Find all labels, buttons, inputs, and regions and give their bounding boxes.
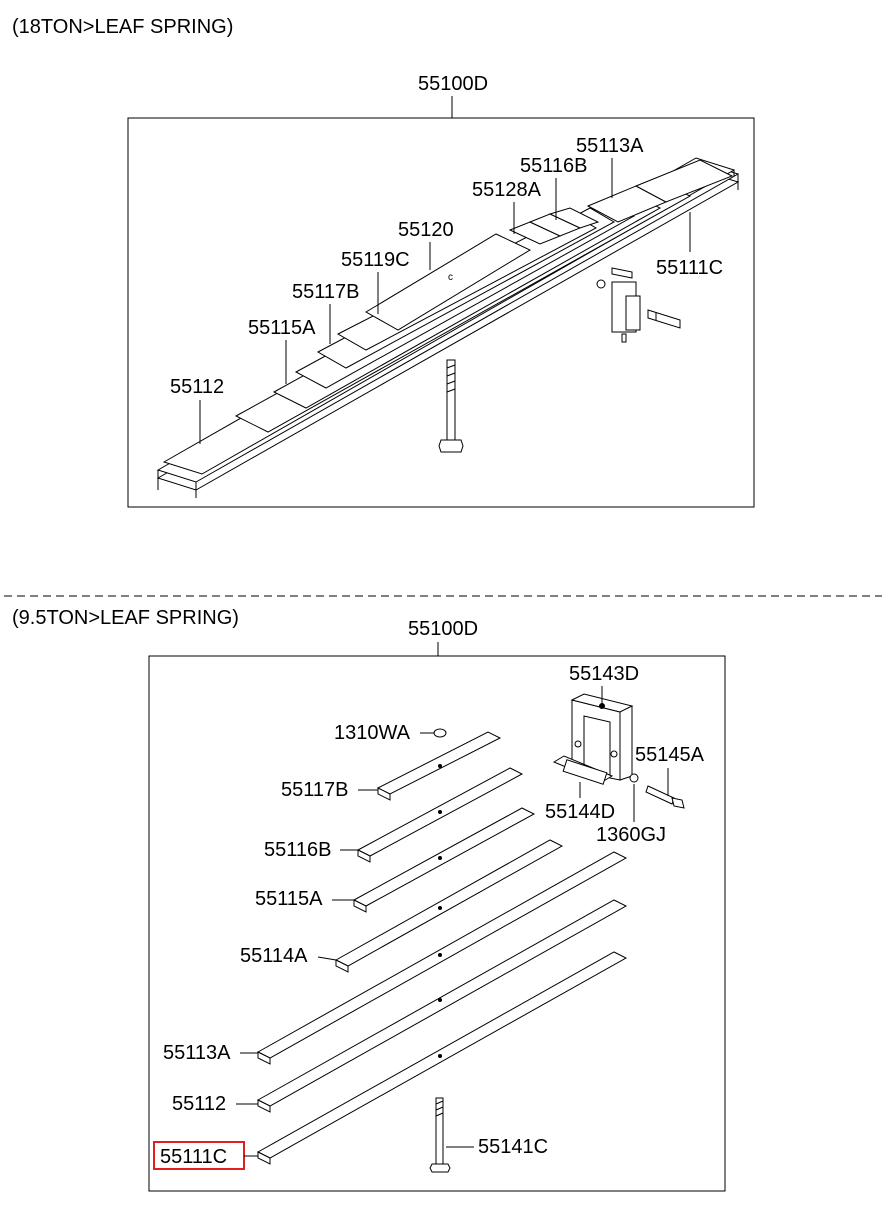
assembly-label-bottom[interactable]: 55100D: [408, 618, 478, 640]
label-1310WA[interactable]: 1310WA: [334, 722, 411, 744]
section-title-18ton: (18TON>LEAF SPRING): [12, 16, 233, 38]
leader-55114A: [317, 956, 337, 961]
label-55114A[interactable]: 55114A: [240, 945, 308, 967]
diagram-frame-bottom: [148, 655, 726, 1192]
spring-clip-top: [596, 267, 681, 343]
leaf-55120: [365, 233, 532, 331]
label-55143D[interactable]: 55143D: [569, 663, 639, 685]
label-55111C-bottom[interactable]: 55111C: [160, 1146, 227, 1168]
assembly-label-top[interactable]: 55100D: [418, 73, 488, 95]
label-55119C-top[interactable]: 55119C: [341, 249, 410, 271]
center-bolt-top: [438, 359, 464, 453]
label-55113A-bottom[interactable]: 55113A: [163, 1042, 231, 1064]
label-1360GJ[interactable]: 1360GJ: [596, 824, 666, 846]
label-55112-top[interactable]: 55112: [170, 376, 224, 398]
label-55117B-bottom[interactable]: 55117B: [281, 779, 348, 801]
label-55115A-bottom[interactable]: 55115A: [255, 888, 323, 910]
label-55116B-bottom[interactable]: 55116B: [264, 839, 331, 861]
label-55115A-top[interactable]: 55115A: [248, 317, 316, 339]
label-55117B-top[interactable]: 55117B: [292, 281, 359, 303]
washer-1360GJ: [629, 773, 639, 783]
diagram-frame-top: [127, 117, 755, 508]
leaf-stack-bottom: [256, 731, 628, 1165]
bolt-55145A: [645, 785, 685, 809]
label-55111C-top[interactable]: 55111C: [656, 257, 723, 279]
label-55116B-top[interactable]: 55116B: [520, 155, 587, 177]
label-55113A-top[interactable]: 55113A: [576, 135, 644, 157]
label-55120-top[interactable]: 55120: [398, 219, 454, 241]
leaf-55115A-b: [352, 807, 536, 907]
label-55144D[interactable]: 55144D: [545, 801, 615, 823]
center-bolt-55141C: [429, 1097, 451, 1173]
nut-1310WA: [433, 728, 447, 738]
leaf-spring-stack-top: c: [156, 157, 740, 498]
leaf-55112-b: [256, 899, 628, 1107]
label-55128A-top[interactable]: 55128A: [472, 179, 542, 201]
leaf-55116B: [548, 207, 600, 229]
label-55145A[interactable]: 55145A: [635, 744, 705, 766]
section-title-9-5ton: (9.5TON>LEAF SPRING): [12, 607, 239, 629]
pin-plate-55144D: [552, 755, 614, 785]
leaf-55113A-b: [634, 159, 734, 203]
center-mark: c: [448, 272, 453, 283]
label-55141C[interactable]: 55141C: [478, 1136, 548, 1158]
label-55112-bottom[interactable]: 55112: [172, 1093, 226, 1115]
